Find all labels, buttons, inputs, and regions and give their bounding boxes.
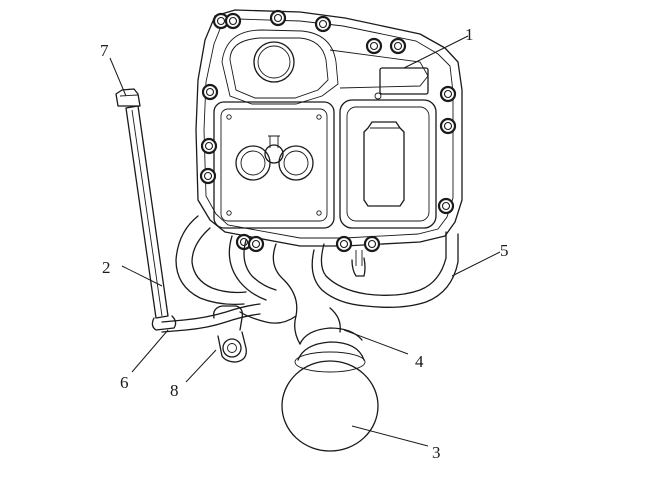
callout-5: 5 [500,241,509,260]
leader-5 [451,251,501,277]
pipe-network [161,215,459,345]
leader-6 [131,329,169,373]
top-port [253,41,295,83]
leader-7 [109,57,127,97]
callout-2: 2 [102,258,111,277]
callout-8: 8 [170,381,179,400]
bolts [199,9,457,253]
leader-1 [403,35,469,69]
callout-3: 3 [432,443,441,462]
callout-4: 4 [415,352,424,371]
canister [281,341,379,452]
leader-3 [351,425,429,447]
callout-6: 6 [120,373,129,392]
leader-lines [109,35,501,447]
callout-labels: 1 2 3 4 5 6 7 8 [100,25,509,462]
housing [195,9,463,247]
rod-assembly [115,88,177,331]
callout-1: 1 [465,25,474,44]
leader-8 [185,349,217,383]
connector-box [379,67,429,95]
callout-7: 7 [100,41,109,60]
leader-4 [343,329,409,355]
left-cover-plate [213,101,335,229]
right-cover-plate [339,99,437,229]
rod-cap [115,88,141,107]
leader-2 [121,265,163,287]
bracket-fitting [213,305,247,363]
